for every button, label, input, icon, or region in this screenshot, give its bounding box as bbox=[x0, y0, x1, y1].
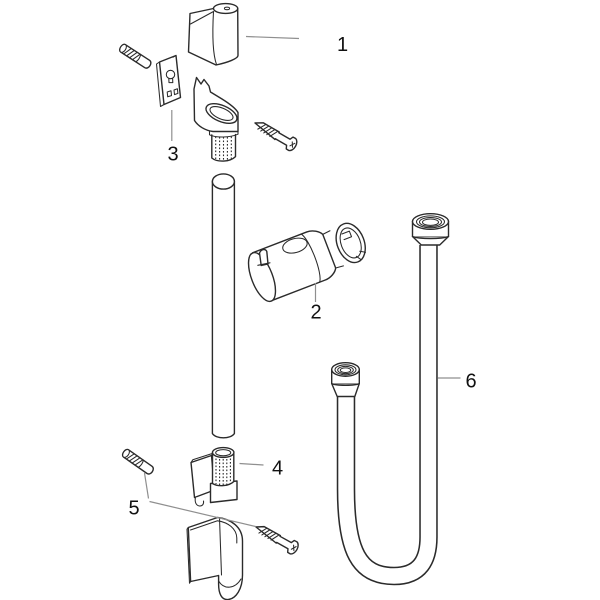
hose-lower-connector bbox=[331, 362, 361, 398]
grub-screw-top bbox=[117, 42, 154, 71]
bottom-cover-sleeve bbox=[186, 516, 244, 600]
hose-upper-connector bbox=[411, 212, 450, 246]
part-label-2: 2 bbox=[310, 302, 321, 324]
top-wall-anchor bbox=[193, 76, 239, 162]
holder-pin bbox=[258, 248, 269, 267]
grub-screw-bottom bbox=[120, 447, 156, 477]
wood-screw-bottom bbox=[251, 520, 301, 557]
part1-end-cap bbox=[187, 2, 239, 66]
leader-line-5b bbox=[149, 500, 256, 528]
part2-slider-holder bbox=[247, 222, 367, 303]
part-label-4: 4 bbox=[272, 458, 283, 480]
part-label-1: 1 bbox=[337, 34, 348, 56]
part-label-5: 5 bbox=[128, 498, 139, 520]
leader-line-1 bbox=[245, 35, 300, 40]
leader-line-5a bbox=[143, 472, 150, 499]
part-label-6: 6 bbox=[465, 371, 476, 393]
part4-bottom-bracket bbox=[190, 446, 238, 507]
wood-screw-top bbox=[250, 116, 300, 154]
part6-shower-hose bbox=[331, 212, 450, 586]
part-label-3: 3 bbox=[167, 144, 178, 166]
part3-mounting-plate bbox=[155, 54, 182, 108]
leader-line-4 bbox=[239, 462, 264, 466]
slide-bar-rod bbox=[211, 173, 236, 439]
leader-lines bbox=[143, 35, 461, 528]
rod-top-ellipse bbox=[211, 173, 236, 190]
